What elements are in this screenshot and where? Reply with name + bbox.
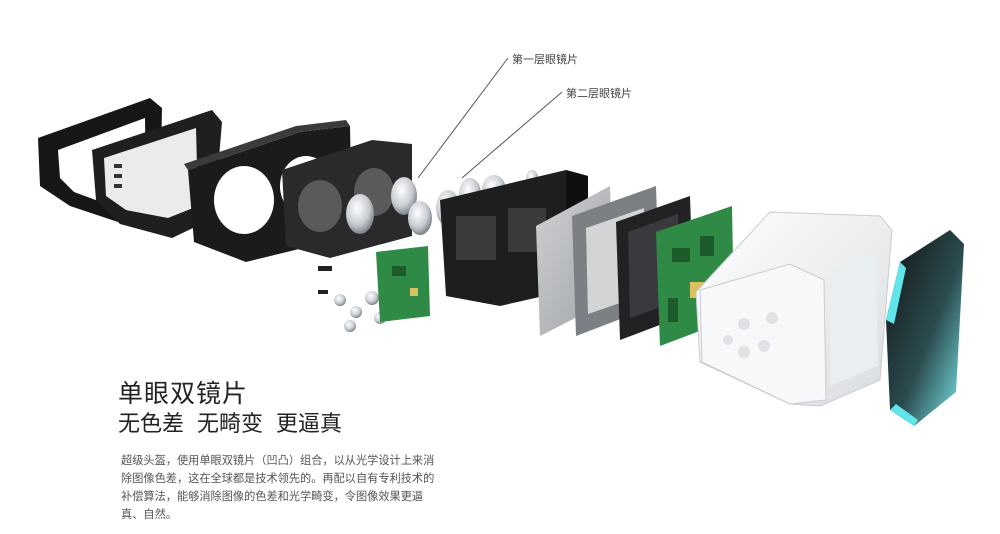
description-line: 超级头盔，使用单眼双镜片（凹凸）组合，以从光学设计上来消: [121, 454, 435, 467]
description-line: 真、自然。: [121, 508, 177, 521]
head-strap-front: [92, 110, 222, 238]
callout-lens-layer-2: 第二层眼镜片: [566, 87, 632, 100]
feature-description: 超级头盔，使用单眼双镜片（凹凸）组合，以从光学设计上来消 除图像色差，这在全球都…: [121, 452, 466, 524]
callout-lens-layer-1: 第一层眼镜片: [512, 53, 578, 66]
callout-leaders: [417, 57, 563, 179]
sensor-pcb: [376, 246, 430, 322]
section-subtitle: 无色差 无畸变 更逼真: [118, 412, 342, 437]
description-line: 除图像色差，这在全球都是技术领先的。再配以自有专利技术的: [121, 472, 435, 485]
front-cover-screen: [886, 230, 964, 426]
description-line: 补偿算法，能够消除图像的色差和光学畸变，令图像效果更逼: [121, 490, 424, 503]
front-shell: [695, 211, 893, 407]
lens-layer-1: [346, 177, 432, 235]
section-title: 单眼双镜片: [118, 379, 249, 408]
